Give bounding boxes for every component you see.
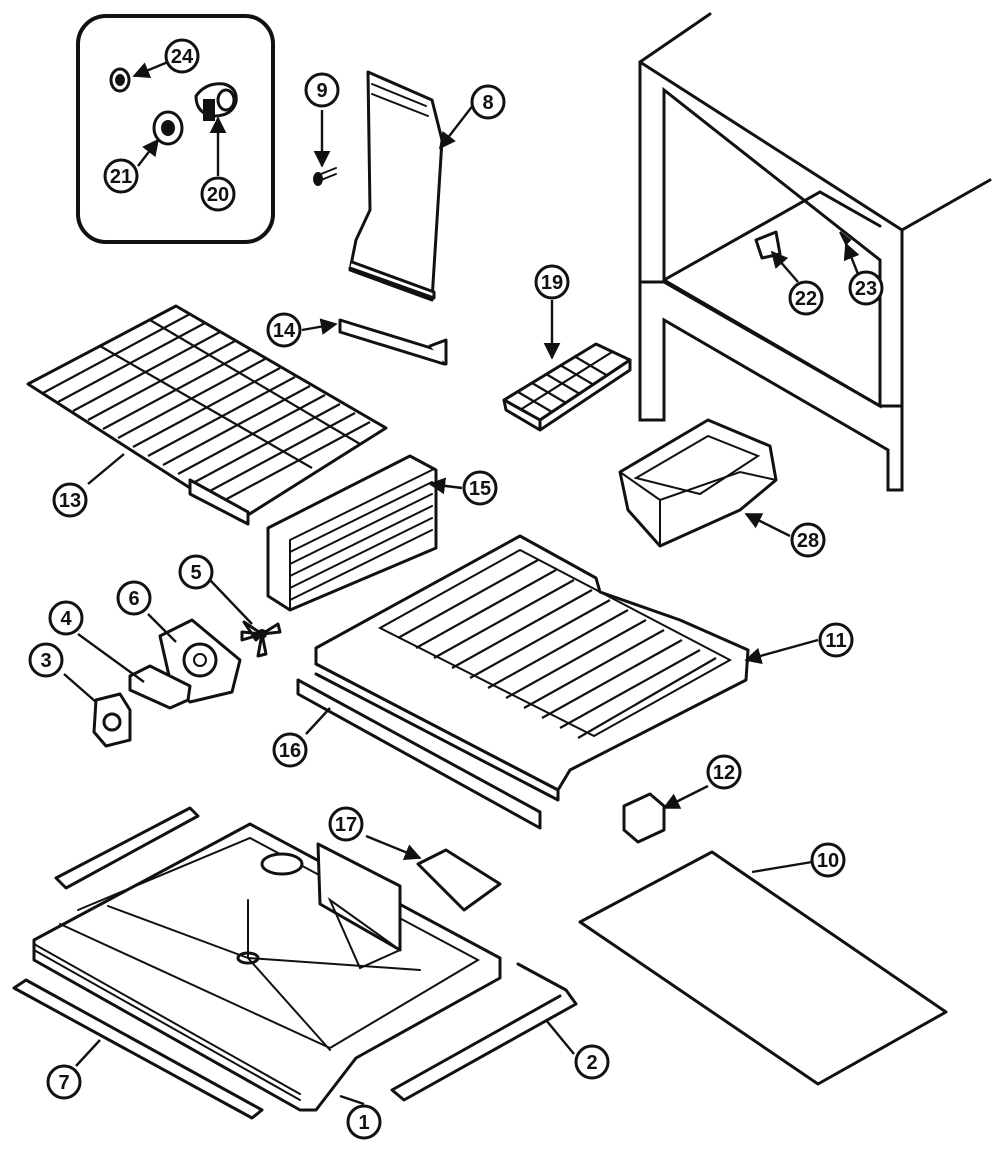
svg-text:5: 5 [190,562,201,584]
svg-text:4: 4 [60,608,72,630]
svg-text:16: 16 [279,740,301,762]
part-1-drip-tray [32,822,502,1112]
callout-21: 21 [103,158,139,194]
svg-text:1: 1 [358,1112,369,1134]
callout-8: 8 [470,84,506,120]
part-17-pad [416,848,502,912]
svg-text:11: 11 [825,630,846,652]
callout-28: 28 [790,522,826,558]
svg-text:12: 12 [713,762,735,784]
svg-text:3: 3 [40,650,51,672]
part-7-rail [12,806,264,1120]
callout-11: 11 [818,622,854,658]
part-15-panel [266,454,438,612]
part-3-motor [92,692,132,748]
callout-5: 5 [178,554,214,590]
svg-text:15: 15 [469,478,491,500]
svg-text:6: 6 [128,588,139,610]
part-16-strip [296,678,542,830]
cabinet-outline [638,12,992,492]
callout-17: 17 [328,806,364,842]
part-5-fan-blade [240,620,282,658]
callout-2: 2 [574,1044,610,1080]
svg-text:21: 21 [110,166,132,188]
svg-text:2: 2 [586,1052,597,1074]
callout-15: 15 [462,470,498,506]
callout-24: 24 [164,38,200,74]
svg-text:17: 17 [335,814,357,836]
part-22-bracket [754,230,782,260]
svg-text:8: 8 [482,92,493,114]
callout-16: 16 [272,732,308,768]
callout-7: 7 [46,1064,82,1100]
part-9-screw [313,167,337,186]
svg-text:28: 28 [797,530,819,552]
callout-9: 9 [304,72,340,108]
part-11-shelf [314,534,750,802]
part-28-bin [618,418,778,548]
callout-3: 3 [28,642,64,678]
svg-text:7: 7 [58,1072,69,1094]
part-14-bracket [338,318,448,366]
callout-4: 4 [48,600,84,636]
callout-12: 12 [706,754,742,790]
svg-text:9: 9 [316,80,327,102]
part-2-rail [390,962,578,1102]
svg-text:14: 14 [273,320,296,342]
callout-6: 6 [116,580,152,616]
svg-text:13: 13 [59,490,81,512]
part-19-ice-tray [502,342,632,432]
part-13-wire-shelf [26,304,388,526]
callout-19: 19 [534,264,570,300]
callout-14: 14 [266,312,302,348]
callout-22: 22 [788,280,824,316]
part-4-motor-mount [128,664,192,710]
leader-lines [63,60,860,1106]
part-12-bracket [622,792,666,844]
svg-text:19: 19 [541,272,563,294]
svg-text:24: 24 [171,46,194,68]
svg-text:20: 20 [207,184,229,206]
callout-20: 20 [200,176,236,212]
svg-text:23: 23 [855,278,877,300]
part-10-panel [578,850,948,1086]
part-23-clip [839,231,852,246]
svg-text:10: 10 [817,850,839,872]
callout-23: 23 [848,270,884,306]
callout-13: 13 [52,482,88,518]
part-8-duct-cover [348,70,444,302]
callout-1: 1 [346,1104,382,1140]
svg-text:22: 22 [795,288,817,310]
callout-10: 10 [810,842,846,878]
